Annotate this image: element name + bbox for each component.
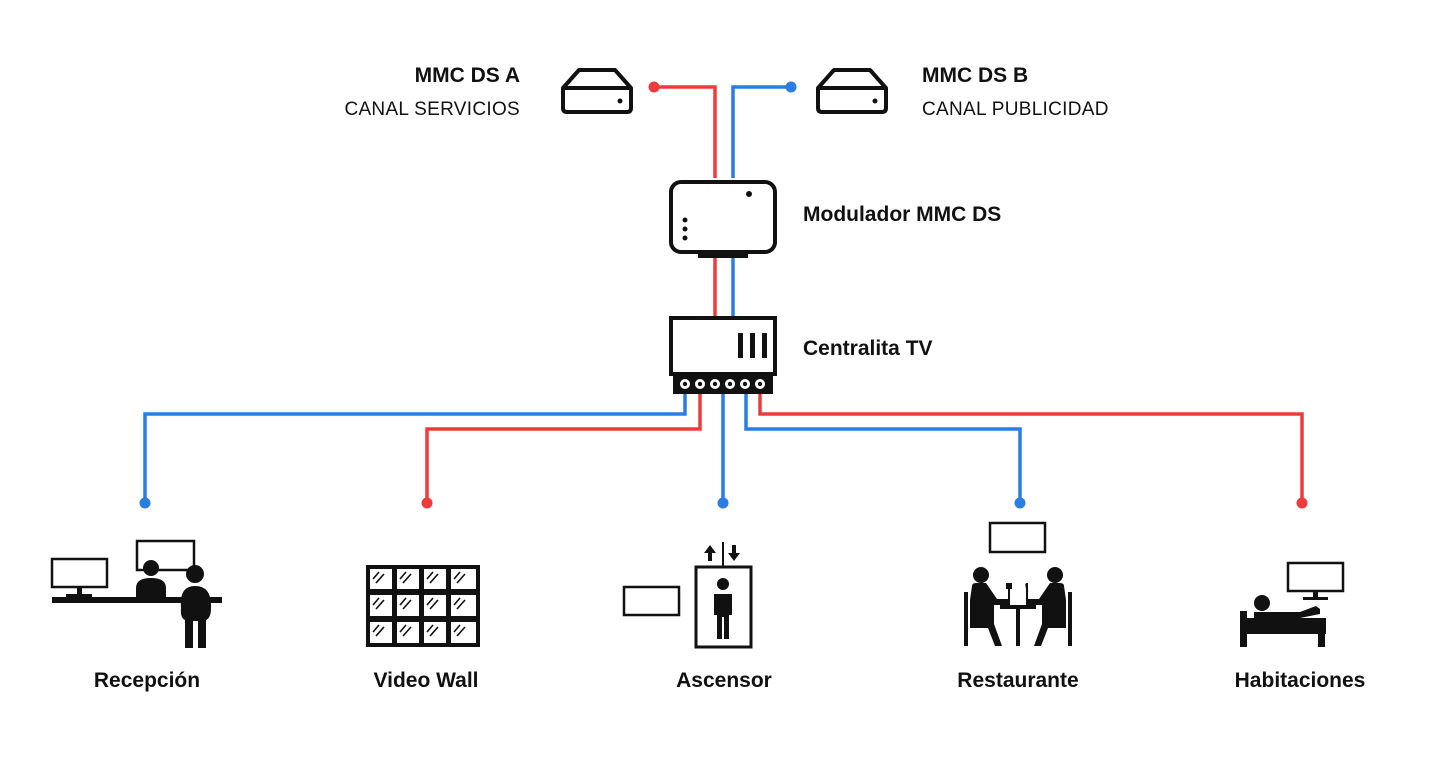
- rooms-red-line: [758, 392, 1304, 503]
- modulator-box-icon: [669, 180, 777, 258]
- tv-headend-icon: [669, 316, 777, 394]
- hard-drive-icon: [816, 68, 888, 114]
- source-a-red-line: [654, 85, 717, 178]
- source-a-subtitle: CANAL SERVICIOS: [344, 99, 520, 120]
- output-connection-lines: [143, 392, 1304, 503]
- restaurant-blue-line: [744, 392, 1022, 503]
- restaurant-blue-dot: [1014, 497, 1026, 509]
- destination-label-reception: Recepción: [94, 669, 200, 692]
- restaurant-icon: [964, 521, 1072, 646]
- source-connection-lines: [654, 85, 791, 316]
- reception-blue-line: [143, 392, 687, 503]
- hotel-room-icon: [1240, 561, 1345, 647]
- source-b-title: MMC DS B: [922, 64, 1028, 87]
- reception-desk-icon: [50, 539, 222, 648]
- hard-drive-icon: [561, 68, 633, 114]
- source-a-title: MMC DS A: [415, 64, 520, 87]
- destination-label-videowall: Video Wall: [373, 669, 478, 692]
- video-wall-icon: [366, 565, 480, 647]
- destination-label-rooms: Habitaciones: [1235, 669, 1366, 692]
- source-b-subtitle: CANAL PUBLICIDAD: [922, 99, 1109, 120]
- destination-label-restaurant: Restaurante: [957, 669, 1078, 692]
- videowall-red-line: [425, 392, 702, 503]
- videowall-red-dot: [421, 497, 433, 509]
- source-b-blue-line: [731, 85, 791, 178]
- rooms-red-dot: [1296, 497, 1308, 509]
- elevator-icon: [622, 542, 753, 649]
- elevator-blue-dot: [717, 497, 729, 509]
- source-a-red-dot: [648, 81, 660, 93]
- headend-label: Centralita TV: [803, 337, 933, 360]
- modulator-label: Modulador MMC DS: [803, 203, 1001, 226]
- source-b-blue-dot: [785, 81, 797, 93]
- reception-blue-dot: [139, 497, 151, 509]
- destination-label-elevator: Ascensor: [676, 669, 772, 692]
